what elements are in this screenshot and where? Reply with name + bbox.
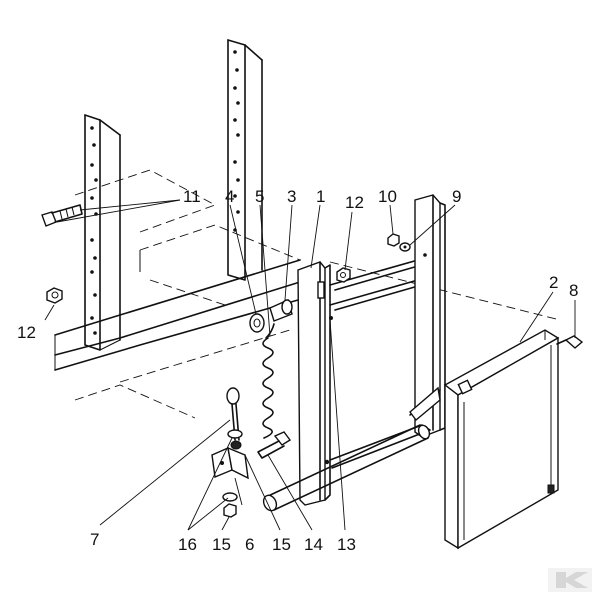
callout-15-left: 15: [212, 535, 231, 554]
callout-1: 1: [316, 187, 325, 206]
nut-12-left: [46, 287, 63, 304]
callout-labels: 1 2 3 4 5 6 7 8 9 10 11 12 12 13 14 15 1…: [17, 187, 578, 554]
lower-brace: [329, 386, 441, 469]
bushing-4: [249, 313, 265, 333]
bolt-14: [257, 431, 292, 459]
washer-9: [399, 242, 411, 252]
callout-6: 6: [245, 535, 254, 554]
callout-4: 4: [225, 187, 234, 206]
callout-8: 8: [569, 281, 578, 300]
spring-5: [262, 323, 275, 439]
callout-15-right: 15: [272, 535, 291, 554]
right-frame-plate: [227, 39, 263, 281]
callout-12-left: 12: [17, 323, 36, 342]
left-frame-plate: [84, 114, 121, 351]
leader-lines: [44, 199, 576, 531]
k-logo-icon: [548, 568, 592, 592]
nut-15-lower: [223, 503, 237, 518]
callout-10: 10: [378, 187, 397, 206]
left-plate-holes: [90, 126, 98, 335]
frame-post-1: [297, 261, 333, 506]
callout-3: 3: [287, 187, 296, 206]
callout-11: 11: [183, 187, 201, 206]
callout-16: 16: [178, 535, 197, 554]
frame-cross-members: [54, 250, 306, 371]
nut-12-right: [336, 267, 351, 283]
pin-3: [269, 299, 293, 322]
nut-10: [387, 233, 400, 247]
bolt-11: [41, 204, 83, 227]
bottom-tube: [262, 424, 431, 512]
bolt-8: [556, 335, 584, 349]
nut-15-upper: [230, 440, 242, 450]
bracket-6: [211, 446, 249, 480]
callout-13: 13: [337, 535, 356, 554]
callout-7: 7: [90, 530, 99, 549]
callout-9: 9: [452, 187, 461, 206]
callout-2: 2: [549, 273, 558, 292]
rear-post: [414, 194, 446, 438]
callout-12-right: 12: [345, 193, 364, 212]
screen-panel-2: [443, 329, 560, 550]
callout-14: 14: [304, 535, 323, 554]
washer-16-upper: [227, 429, 243, 439]
callout-5: 5: [255, 187, 264, 206]
